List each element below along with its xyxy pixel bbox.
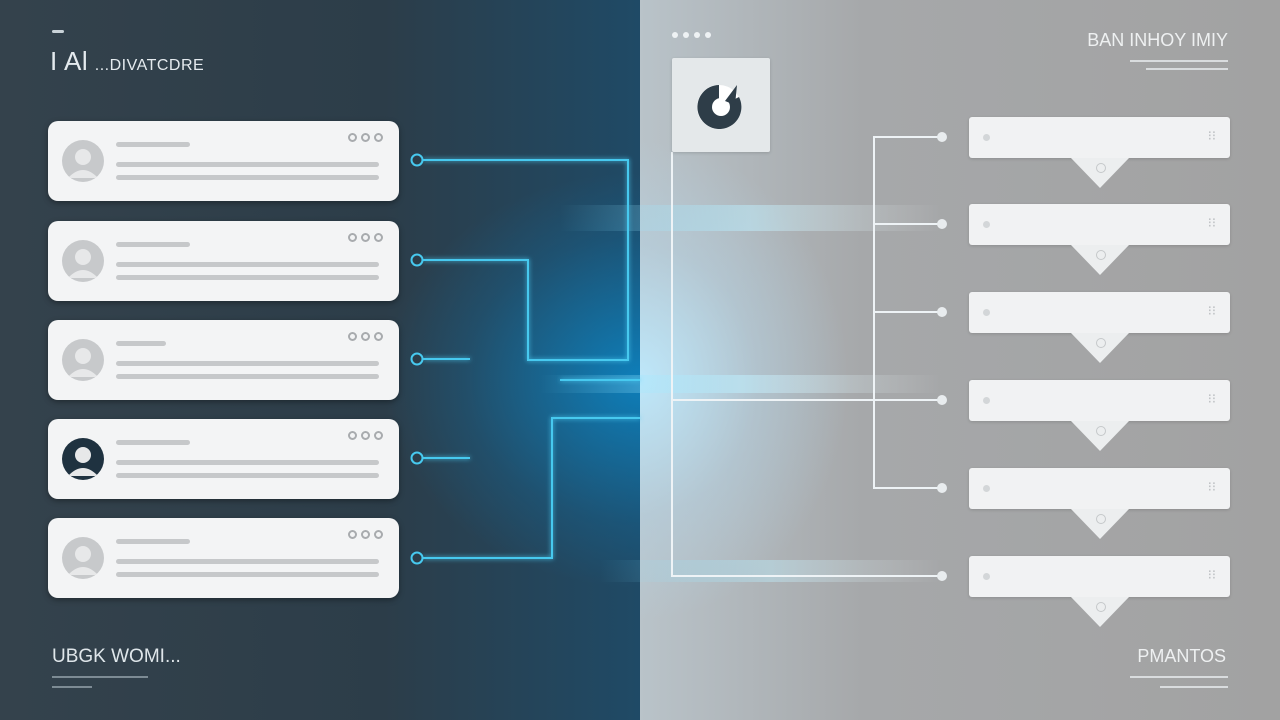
chevron-node xyxy=(1096,250,1106,260)
target-card[interactable]: ⁝⁝ xyxy=(969,468,1230,509)
target-card[interactable]: ⁝⁝ xyxy=(969,292,1230,333)
target-card[interactable]: ⁝⁝ xyxy=(969,117,1230,158)
more-dots-icon[interactable] xyxy=(348,431,383,440)
more-icon[interactable]: ⁝⁝ xyxy=(1207,129,1216,144)
footer-rule xyxy=(1130,676,1228,678)
source-app-card[interactable] xyxy=(672,58,770,152)
more-dots-icon[interactable] xyxy=(348,233,383,242)
list-card[interactable] xyxy=(48,221,399,301)
header-rule xyxy=(1146,68,1228,70)
card-text-line xyxy=(116,559,379,564)
user-avatar-icon xyxy=(62,240,104,282)
target-card[interactable]: ⁝⁝ xyxy=(969,556,1230,597)
more-icon[interactable]: ⁝⁝ xyxy=(1207,304,1216,319)
card-title-line xyxy=(116,440,190,445)
list-card[interactable] xyxy=(48,320,399,400)
card-title-line xyxy=(116,539,190,544)
window-dots xyxy=(672,32,711,38)
card-text-line xyxy=(116,460,379,465)
more-icon[interactable]: ⁝⁝ xyxy=(1207,480,1216,495)
card-text-line xyxy=(116,262,379,267)
card-text-line xyxy=(116,374,379,379)
left-title-small: ...DIVATCDRE xyxy=(94,57,205,74)
pie-chart-icon xyxy=(697,85,742,129)
card-text-line xyxy=(116,175,379,180)
more-dots-icon[interactable] xyxy=(348,133,383,142)
list-card[interactable] xyxy=(48,121,399,201)
card-text-line xyxy=(116,572,379,577)
more-dots-icon[interactable] xyxy=(348,332,383,341)
target-card[interactable]: ⁝⁝ xyxy=(969,204,1230,245)
chevron-node xyxy=(1096,163,1106,173)
right-footer-label: PMANTOS xyxy=(1137,646,1226,666)
user-avatar-icon xyxy=(62,537,104,579)
card-title-line xyxy=(116,341,166,346)
list-card[interactable] xyxy=(48,518,399,598)
left-title: I Al ...DIVATCDRE xyxy=(50,46,204,77)
chevron-node xyxy=(1096,514,1106,524)
card-text-line xyxy=(116,361,379,366)
chevron-node xyxy=(1096,426,1106,436)
more-icon[interactable]: ⁝⁝ xyxy=(1207,216,1216,231)
card-text-line xyxy=(116,473,379,478)
list-card[interactable] xyxy=(48,419,399,499)
left-title-big: I Al xyxy=(50,46,89,76)
card-title-line xyxy=(116,242,190,247)
header-tick xyxy=(52,30,64,33)
header-rule xyxy=(1130,60,1228,62)
footer-rule xyxy=(52,686,92,688)
footer-rule xyxy=(1160,686,1228,688)
card-text-line xyxy=(116,162,379,167)
right-title: BAN INHOY IMIY xyxy=(1087,30,1228,50)
chevron-node xyxy=(1096,338,1106,348)
more-dots-icon[interactable] xyxy=(348,530,383,539)
target-card[interactable]: ⁝⁝ xyxy=(969,380,1230,421)
chevron-node xyxy=(1096,602,1106,612)
card-text-line xyxy=(116,275,379,280)
footer-rule xyxy=(52,676,148,678)
more-icon[interactable]: ⁝⁝ xyxy=(1207,568,1216,583)
user-avatar-icon xyxy=(62,438,104,480)
more-icon[interactable]: ⁝⁝ xyxy=(1207,392,1216,407)
left-footer-label: UBGK WOMI... xyxy=(52,646,181,667)
user-avatar-icon xyxy=(62,140,104,182)
card-title-line xyxy=(116,142,190,147)
user-avatar-icon xyxy=(62,339,104,381)
